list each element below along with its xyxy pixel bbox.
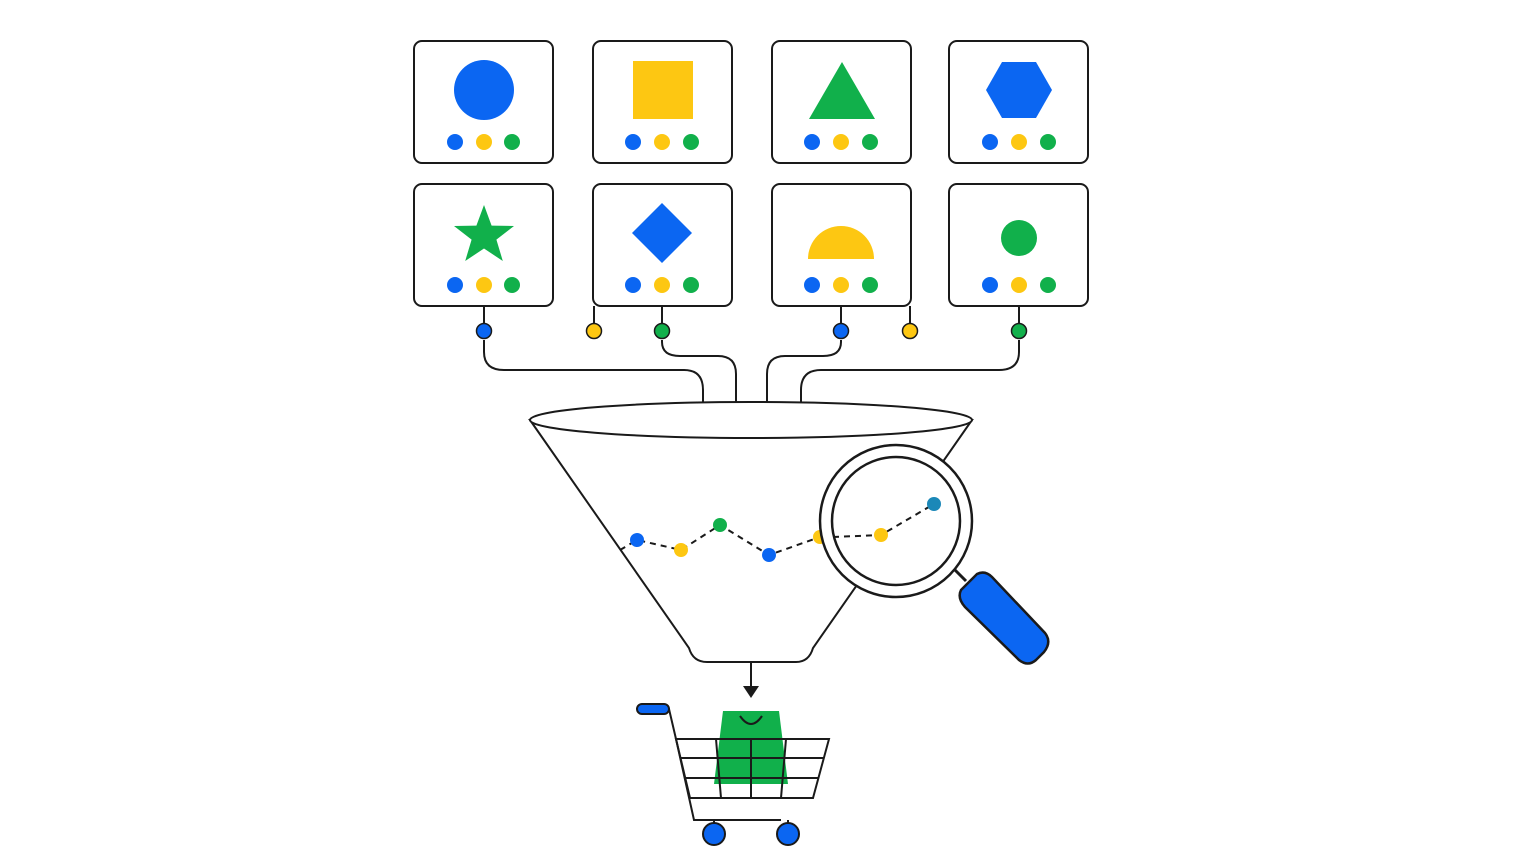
indicator-dot-yellow [1011, 134, 1027, 150]
indicator-dot-blue [982, 277, 998, 293]
indicator-dot-yellow [833, 134, 849, 150]
indicator-dot-blue [804, 277, 820, 293]
diamond-icon [632, 203, 692, 263]
cart-handle [636, 703, 670, 715]
output-dot-yellow [901, 322, 919, 340]
card-square [592, 40, 733, 164]
indicator-dot-yellow [1011, 277, 1027, 293]
star-icon [454, 205, 514, 261]
indicator-dot-blue [625, 277, 641, 293]
indicator-dot-yellow [476, 277, 492, 293]
half-circle-icon [808, 226, 874, 259]
indicator-dot-green [1040, 134, 1056, 150]
indicator-dot-blue [804, 134, 820, 150]
trend-point-green [713, 518, 727, 532]
indicator-dot-yellow [654, 134, 670, 150]
magnifying-glass-icon [818, 443, 1050, 665]
indicator-dot-blue [982, 134, 998, 150]
card-hexagon [948, 40, 1089, 164]
card-triangle [771, 40, 912, 164]
indicator-dot-green [683, 277, 699, 293]
card-half-circle [771, 183, 912, 307]
trend-point-teal [927, 497, 941, 511]
connector-lines [483, 306, 1020, 688]
cart-wheel [776, 822, 800, 846]
indicator-dot-blue [625, 134, 641, 150]
triangle-icon [809, 62, 875, 119]
indicator-dot-blue [447, 277, 463, 293]
indicator-dot-green [683, 134, 699, 150]
card-diamond [592, 183, 733, 307]
small-circle-icon [1001, 220, 1037, 256]
output-dot-blue [832, 322, 850, 340]
indicator-dot-green [504, 134, 520, 150]
trend-point-blue [630, 533, 644, 547]
indicator-dot-yellow [833, 277, 849, 293]
circle-icon [454, 60, 514, 120]
indicator-dot-green [862, 134, 878, 150]
card-small-circle [948, 183, 1089, 307]
card-star [413, 183, 554, 307]
cart-wheel [702, 822, 726, 846]
trend-point-blue [762, 548, 776, 562]
output-dots [475, 322, 1028, 340]
indicator-dot-blue [447, 134, 463, 150]
square-icon [633, 61, 693, 119]
output-dot-blue [475, 322, 493, 340]
shopping-cart-icon [636, 703, 831, 846]
card-circle [413, 40, 554, 164]
hexagon-icon [986, 62, 1052, 118]
trend-point-yellow [674, 543, 688, 557]
output-dot-yellow [585, 322, 603, 340]
indicator-dot-yellow [476, 134, 492, 150]
indicator-dot-green [504, 277, 520, 293]
indicator-dot-green [1040, 277, 1056, 293]
output-dot-green [1010, 322, 1028, 340]
indicator-dot-green [862, 277, 878, 293]
arrow-icon [743, 686, 759, 698]
indicator-dot-yellow [654, 277, 670, 293]
output-dot-green [653, 322, 671, 340]
trend-point-yellow [874, 528, 888, 542]
